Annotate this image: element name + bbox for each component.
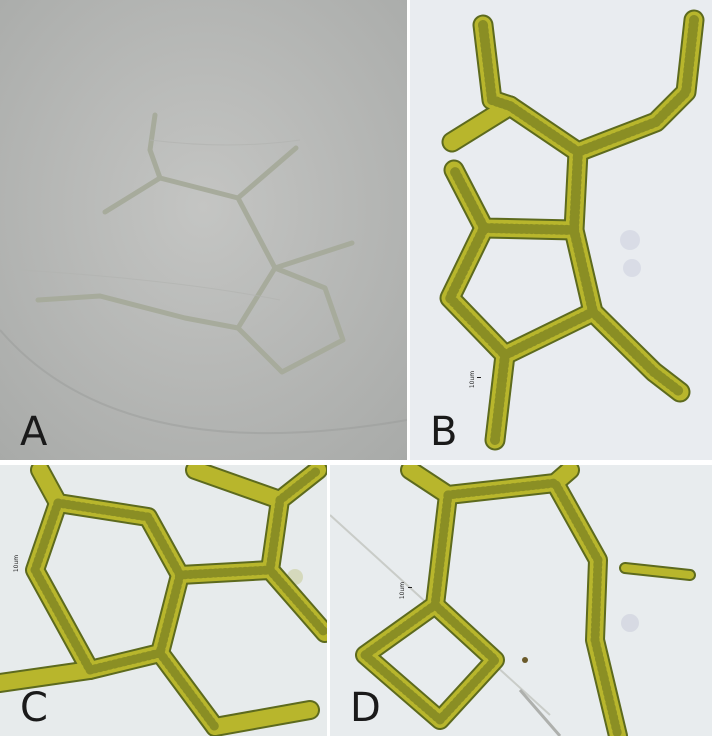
net-cells (0, 465, 327, 736)
panel-label: C (20, 685, 48, 731)
net-cells (355, 465, 696, 736)
scale-label: 10um (469, 370, 477, 389)
scale-label: 10um (399, 581, 407, 600)
panel-label: B (430, 409, 458, 455)
net-filaments (35, 112, 355, 375)
panel-label: A (20, 409, 48, 455)
panel-c-image (0, 465, 327, 736)
panel-label: D (350, 685, 381, 731)
panel-c-micrograph: 10um C (0, 465, 327, 736)
panel-a-image (0, 0, 407, 460)
net-cells (439, 9, 705, 451)
panel-b-micrograph: 10um B (410, 0, 712, 460)
panel-b-image (410, 0, 712, 460)
scale-bar (477, 377, 481, 378)
panel-a-photo: A (0, 0, 407, 460)
scale-bar (408, 587, 412, 588)
panel-d-image (330, 465, 712, 736)
scale-label: 10um (13, 554, 21, 573)
panel-d-micrograph: 10um D (330, 465, 712, 736)
